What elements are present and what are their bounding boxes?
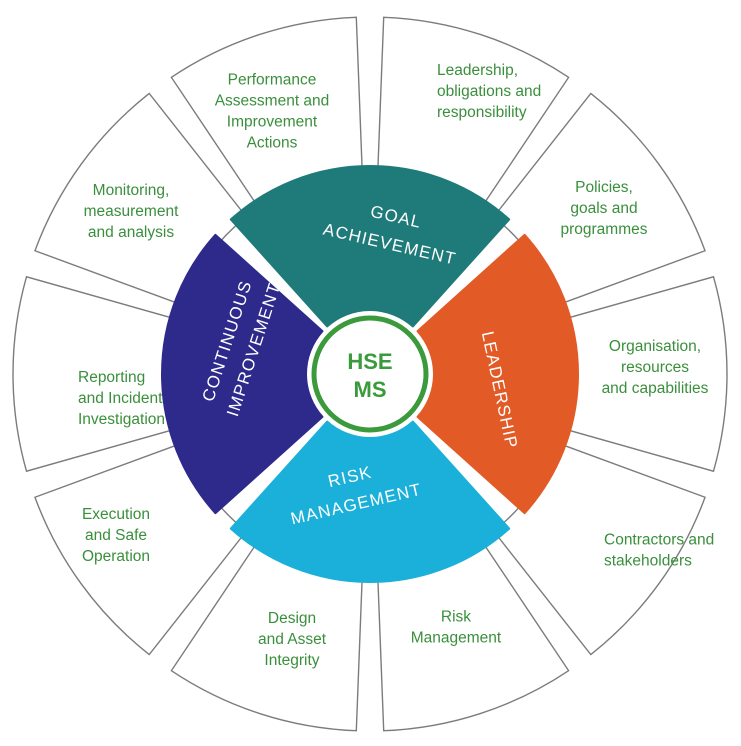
outer-segment-label: Integrity (264, 652, 319, 669)
center-label: HSE (347, 349, 392, 374)
center-circle (311, 315, 429, 433)
outer-segment-label: programmes (561, 221, 648, 238)
outer-segment-label: Contractors and (604, 532, 714, 549)
outer-segment-label: Operation (82, 548, 150, 565)
outer-segment (492, 92, 706, 306)
outer-segment-label: Assessment and (215, 93, 330, 110)
outer-segment-label: Improvement (227, 114, 318, 131)
outer-segment-label: resources (621, 359, 689, 376)
outer-segment-label: Performance (228, 72, 317, 89)
outer-segment (34, 442, 248, 656)
outer-segment-label: Organisation, (609, 338, 701, 355)
outer-segment-label: Design (268, 610, 316, 627)
outer-segment-label: and Safe (85, 527, 147, 544)
outer-segment-label: Execution (82, 506, 150, 523)
outer-segment-label: stakeholders (604, 553, 692, 570)
outer-segment-label: goals and (570, 200, 637, 217)
outer-segment-label: Leadership, (437, 62, 518, 79)
outer-segment-label: obligations and (437, 83, 541, 100)
inner-segment (229, 165, 511, 328)
outer-segment-label: responsibility (437, 104, 527, 121)
inner-segment (416, 233, 579, 515)
outer-segment-label: Monitoring, (93, 182, 170, 199)
outer-segment-label: and analysis (88, 224, 174, 241)
outer-segment-label: and Incident (78, 390, 163, 407)
outer-segment-label: Investigation (78, 411, 165, 428)
outer-segment-label: Policies, (575, 179, 633, 196)
outer-segment-label: Management (411, 630, 502, 647)
outer-segment-label: Risk (441, 609, 471, 626)
outer-segment-label: and Asset (258, 631, 327, 648)
outer-segment-label: Reporting (78, 369, 145, 386)
outer-segment-label: measurement (84, 203, 179, 220)
outer-segment-label: Actions (247, 135, 298, 152)
center-label: MS (354, 377, 387, 402)
inner-segment (161, 233, 324, 515)
outer-segment-label: and capabilities (602, 380, 709, 397)
inner-segment (229, 420, 511, 583)
